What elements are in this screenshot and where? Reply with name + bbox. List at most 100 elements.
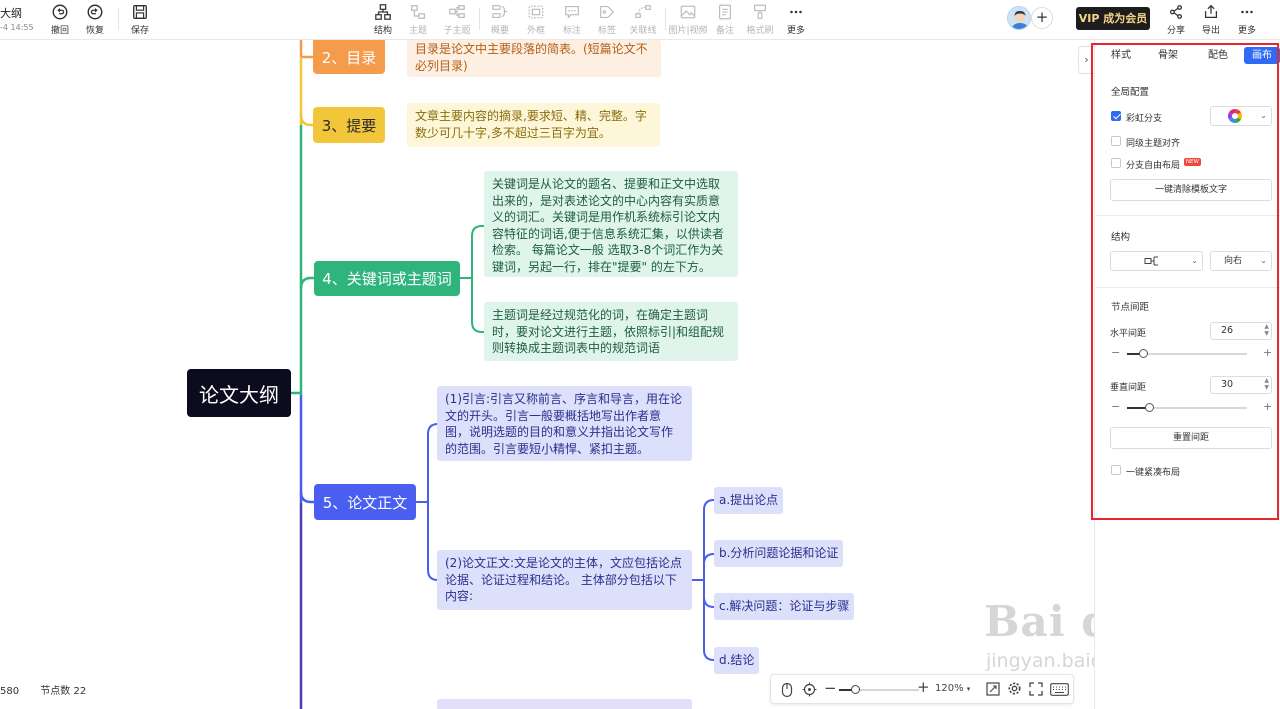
- more-menu-button[interactable]: 更多: [1227, 2, 1267, 38]
- note-keywords[interactable]: 关键词是从论文的题名、提要和正文中选取出来的，是对表述论文的中心内容有实质意义的…: [484, 171, 738, 277]
- horizontal-spacing-slider[interactable]: − +: [1111, 346, 1273, 360]
- direction-value: 向右: [1224, 256, 1243, 266]
- share-label: 分享: [1166, 26, 1185, 36]
- locate-icon[interactable]: [802, 682, 817, 697]
- topic-node-abstract[interactable]: 3、提要: [313, 107, 385, 143]
- note-main-body[interactable]: (2)论文正文:文是论文的主体，文应包括论点论据、论证过程和结论。 主体部分包括…: [437, 550, 692, 610]
- subtopic-label: 子主题: [443, 26, 471, 36]
- tab-style[interactable]: 样式: [1111, 50, 1131, 61]
- topic-button[interactable]: 主题: [398, 2, 438, 38]
- slider-knob[interactable]: [1145, 403, 1154, 412]
- leaf-node-argument[interactable]: a.提出论点: [714, 487, 784, 514]
- leaf-node-analysis[interactable]: b.分析问题论据和论证: [714, 540, 844, 567]
- stepper-arrows-icon[interactable]: ▲▼: [1264, 323, 1269, 337]
- summary-icon: [492, 5, 508, 18]
- rainbow-branch-checkbox[interactable]: [1111, 111, 1121, 121]
- root-node[interactable]: 论文大纲: [187, 369, 291, 417]
- mindmap-canvas[interactable]: 论文大纲 2、目录 目录是论文中主要段落的简表。(短篇论文不必列目录) 3、提要…: [0, 40, 1094, 709]
- slider-knob[interactable]: [1139, 349, 1148, 358]
- leaf-node-solution[interactable]: c.解决问题：论证与步骤: [714, 593, 855, 620]
- rainbow-color-select[interactable]: ⌄: [1210, 106, 1272, 126]
- fullscreen-icon[interactable]: [1029, 682, 1043, 696]
- tag-button[interactable]: 标签: [587, 2, 627, 38]
- structure-type-select[interactable]: ⌄: [1110, 251, 1203, 271]
- note-subject-words[interactable]: 主题词是经过规范化的词，在确定主题词时，要对论文进行主题，依照标引|和组配规则转…: [484, 302, 738, 361]
- tag-icon: [600, 6, 615, 18]
- undo-label: 撤回: [50, 26, 69, 36]
- save-icon: [133, 5, 147, 19]
- note-introduction[interactable]: (1)引言:引言又称前言、序言和导言，用在论文的开头。引言一般要概括地写出作者意…: [437, 386, 692, 461]
- frame-button[interactable]: 外框: [516, 2, 556, 38]
- tab-canvas[interactable]: 画布: [1244, 47, 1280, 64]
- relation-line-button[interactable]: 关联线: [623, 2, 663, 38]
- note-button[interactable]: 备注: [705, 2, 745, 38]
- user-avatar[interactable]: [1007, 6, 1031, 30]
- vip-membership-button[interactable]: VIP 成为会员: [1076, 7, 1150, 30]
- leaf-node-conclusion[interactable]: d.结论: [714, 647, 760, 674]
- panel-collapse-toggle[interactable]: ›: [1078, 46, 1094, 74]
- mouse-icon[interactable]: [780, 682, 794, 698]
- branch-line: [692, 499, 715, 581]
- tab-color-scheme[interactable]: 配色: [1208, 50, 1228, 61]
- stepper-arrows-icon[interactable]: ▲▼: [1264, 377, 1269, 391]
- note-next-cropped[interactable]: [437, 699, 692, 709]
- branch-line: [460, 225, 484, 279]
- more-tools-button[interactable]: 更多: [776, 2, 816, 38]
- vertical-spacing-slider[interactable]: − +: [1111, 400, 1273, 414]
- frame-icon: [528, 5, 544, 19]
- tag-label: 标签: [597, 26, 616, 36]
- status-bar: 580 节点数 22: [0, 682, 86, 697]
- gear-icon[interactable]: [1007, 681, 1022, 696]
- slider-track[interactable]: [1127, 353, 1247, 355]
- compact-layout-checkbox[interactable]: [1111, 465, 1121, 475]
- decrease-button[interactable]: −: [1111, 346, 1121, 359]
- summary-button[interactable]: 概要: [480, 2, 520, 38]
- branch-line: [703, 553, 715, 580]
- free-layout-checkbox[interactable]: [1111, 158, 1121, 168]
- subtopic-button[interactable]: 子主题: [437, 2, 477, 38]
- zoom-out-button[interactable]: −: [824, 679, 837, 697]
- zoom-slider[interactable]: [839, 685, 919, 694]
- increase-button[interactable]: +: [1263, 346, 1273, 359]
- branch-line: [471, 278, 484, 333]
- zoom-level[interactable]: 120% ▾: [935, 683, 970, 694]
- same-level-align-checkbox[interactable]: [1111, 136, 1121, 146]
- save-button[interactable]: 保存: [120, 2, 160, 38]
- chevron-down-icon: ⌄: [1260, 111, 1267, 120]
- tab-skeleton[interactable]: 骨架: [1158, 50, 1178, 61]
- topic-label: 主题: [408, 26, 427, 36]
- panel-tabs: 样式 骨架 配色 画布: [1095, 44, 1280, 66]
- structure-button[interactable]: 结构: [363, 2, 403, 38]
- decrease-button[interactable]: −: [1111, 400, 1121, 413]
- undo-button[interactable]: 撤回: [40, 2, 80, 38]
- topic-node-keywords[interactable]: 4、关键词或主题词: [314, 261, 460, 296]
- add-collaborator-button[interactable]: +: [1031, 7, 1053, 29]
- share-button[interactable]: 分享: [1156, 2, 1196, 38]
- slider-track[interactable]: [1127, 407, 1247, 409]
- relation-line-icon: [635, 5, 651, 18]
- clear-template-text-button[interactable]: 一键清除模板文字: [1110, 179, 1272, 201]
- callout-button[interactable]: 标注: [552, 2, 592, 38]
- reset-spacing-button[interactable]: 重置间距: [1110, 427, 1272, 449]
- zoom-level-value: 120%: [935, 683, 964, 694]
- format-brush-button[interactable]: 格式刷: [740, 2, 780, 38]
- frame-label: 外框: [526, 26, 545, 36]
- zoom-slider-knob[interactable]: [851, 685, 860, 694]
- fit-screen-icon[interactable]: [986, 682, 1000, 696]
- export-button[interactable]: 导出: [1191, 2, 1231, 38]
- image-video-button[interactable]: 图片|视频: [668, 2, 708, 38]
- direction-select[interactable]: 向右 ⌄: [1210, 251, 1272, 271]
- topic-node-contents[interactable]: 2、目录: [313, 40, 385, 74]
- increase-button[interactable]: +: [1263, 400, 1273, 413]
- horizontal-spacing-input[interactable]: 26 ▲▼: [1210, 322, 1272, 340]
- zoom-in-button[interactable]: +: [917, 678, 930, 696]
- note-contents[interactable]: 目录是论文中主要段落的简表。(短篇论文不必列目录): [407, 40, 661, 77]
- topic-node-body[interactable]: 5、论文正文: [314, 484, 416, 520]
- vertical-spacing-input[interactable]: 30 ▲▼: [1210, 376, 1272, 394]
- note-abstract[interactable]: 文章主要内容的摘录,要求短、精、完整。字数少可几十字,多不超过三百字为宜。: [407, 103, 660, 147]
- more-dots-icon: [1241, 10, 1253, 14]
- chevron-right-icon: ›: [1084, 53, 1089, 66]
- keyboard-icon[interactable]: [1050, 683, 1069, 696]
- document-title[interactable]: 大纲: [0, 7, 22, 20]
- redo-button[interactable]: 恢复: [75, 2, 115, 38]
